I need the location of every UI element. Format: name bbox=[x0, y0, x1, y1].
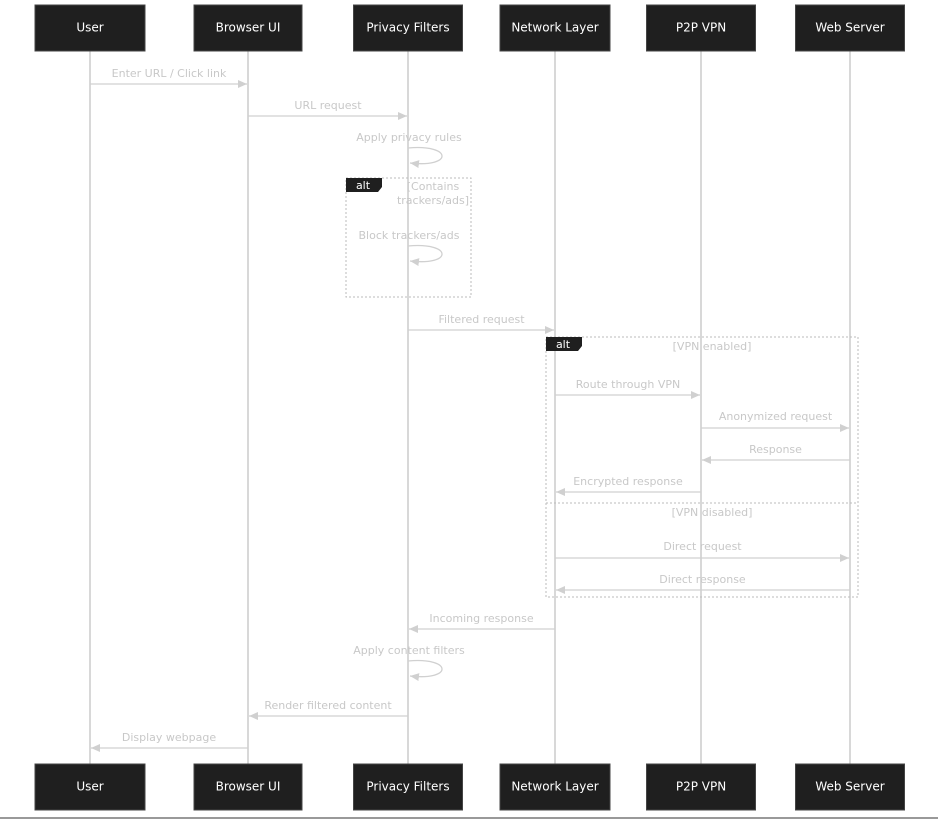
message-label: Direct request bbox=[663, 540, 742, 553]
actor-label: User bbox=[76, 780, 103, 794]
alt-tab bbox=[346, 178, 382, 192]
message: Direct request bbox=[555, 540, 849, 562]
message: Direct response bbox=[556, 573, 850, 594]
message-label: Encrypted response bbox=[573, 475, 683, 488]
message-label: Enter URL / Click link bbox=[112, 67, 227, 80]
actor-label: Network Layer bbox=[511, 780, 598, 794]
actor-label: Privacy Filters bbox=[366, 21, 449, 35]
message-label: Direct response bbox=[659, 573, 746, 586]
message-label: Incoming response bbox=[429, 612, 533, 625]
message: Response bbox=[702, 443, 850, 464]
message: Anonymized request bbox=[701, 410, 849, 432]
actor-label: Web Server bbox=[815, 21, 884, 35]
alt-condition: [Contains bbox=[407, 180, 460, 193]
message-label: Render filtered content bbox=[264, 699, 392, 712]
actor-top-p2p-vpn[interactable]: P2P VPN bbox=[646, 4, 756, 52]
alt-keyword: alt bbox=[356, 179, 371, 192]
alt-condition: [VPN disabled] bbox=[672, 506, 753, 519]
message-label: Apply privacy rules bbox=[356, 131, 462, 144]
actor-label: Privacy Filters bbox=[366, 780, 449, 794]
message-label: Apply content filters bbox=[353, 644, 465, 657]
message: Apply privacy rules bbox=[356, 131, 462, 169]
message: Render filtered content bbox=[249, 699, 408, 720]
message: Filtered request bbox=[408, 313, 554, 334]
alt-frame: alt [VPN enabled] [VPN disabled] bbox=[545, 336, 859, 598]
actor-bottom-network-layer[interactable]: Network Layer bbox=[499, 763, 611, 811]
message: Route through VPN bbox=[555, 378, 700, 399]
actor-top-web-server[interactable]: Web Server bbox=[795, 4, 905, 52]
message-label: Route through VPN bbox=[576, 378, 681, 391]
message: Block trackers/ads bbox=[358, 229, 460, 267]
alt-condition: [VPN enabled] bbox=[673, 340, 752, 353]
self-arrow bbox=[407, 244, 443, 267]
actor-label: Network Layer bbox=[511, 21, 598, 35]
actor-bottom-browser-ui[interactable]: Browser UI bbox=[193, 763, 303, 811]
message-label: Anonymized request bbox=[719, 410, 833, 423]
message: Enter URL / Click link bbox=[90, 67, 247, 88]
message-label: Filtered request bbox=[438, 313, 525, 326]
message-label: URL request bbox=[294, 99, 362, 112]
message-label: Display webpage bbox=[122, 731, 216, 744]
actor-bottom-web-server[interactable]: Web Server bbox=[795, 763, 905, 811]
alt-tab bbox=[546, 337, 582, 351]
message: Encrypted response bbox=[556, 475, 701, 496]
actor-label: User bbox=[76, 21, 103, 35]
actor-label: P2P VPN bbox=[676, 780, 726, 794]
self-arrow bbox=[407, 146, 443, 169]
message: Display webpage bbox=[91, 731, 248, 752]
actor-top-privacy-filters[interactable]: Privacy Filters bbox=[353, 4, 463, 52]
actor-bottom-privacy-filters[interactable]: Privacy Filters bbox=[353, 763, 463, 811]
message-label: Response bbox=[749, 443, 802, 456]
actor-top-browser-ui[interactable]: Browser UI bbox=[193, 4, 303, 52]
message: Incoming response bbox=[409, 612, 555, 633]
alt-keyword: alt bbox=[556, 338, 571, 351]
message: URL request bbox=[248, 99, 407, 120]
actor-bottom-p2p-vpn[interactable]: P2P VPN bbox=[646, 763, 756, 811]
actor-label: P2P VPN bbox=[676, 21, 726, 35]
alt-condition: trackers/ads] bbox=[397, 194, 469, 207]
actor-bottom-user[interactable]: User bbox=[34, 763, 146, 811]
message-label: Block trackers/ads bbox=[358, 229, 459, 242]
actor-top-user[interactable]: User bbox=[34, 4, 146, 52]
actor-label: Browser UI bbox=[216, 780, 281, 794]
actor-label: Web Server bbox=[815, 780, 884, 794]
actor-top-network-layer[interactable]: Network Layer bbox=[499, 4, 611, 52]
message: Apply content filters bbox=[353, 644, 465, 682]
actor-label: Browser UI bbox=[216, 21, 281, 35]
self-arrow bbox=[407, 659, 443, 682]
